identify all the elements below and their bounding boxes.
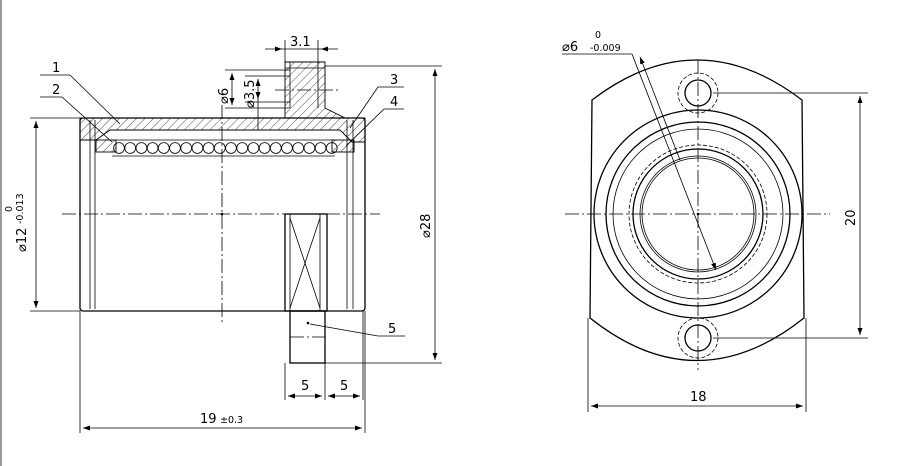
callout-2-label: 2 <box>52 83 60 98</box>
section-hatch-wall <box>79 61 366 143</box>
ball <box>303 142 316 154</box>
dim-diameter-3-5: ⌀3.5 <box>243 79 258 108</box>
dim-diameter-12-upper: 0 <box>4 206 15 212</box>
dim-5-left: 5 <box>301 379 309 394</box>
ball <box>135 142 148 154</box>
ball <box>180 142 193 154</box>
ball <box>258 142 271 154</box>
ball <box>225 142 237 154</box>
ball <box>292 142 305 154</box>
dim-length-tolerance: ±0.3 <box>220 415 243 426</box>
ball <box>169 142 181 154</box>
dim-width-top: 3.1 <box>290 35 311 50</box>
dim-diameter-6: ⌀6 <box>217 88 232 104</box>
callout-2: 2 <box>40 83 113 143</box>
dim-height-20: 20 <box>844 209 859 226</box>
flange-outline <box>589 59 805 362</box>
callout-1-label: 1 <box>52 61 60 76</box>
dim-bore-base: ⌀6 <box>562 40 578 55</box>
callout-1: 1 <box>40 61 121 125</box>
front-view: 20 18 ⌀6 0 -0.009 <box>562 30 868 412</box>
callout-4: 4 <box>345 95 404 147</box>
dim-bore-diameter: ⌀6 0 -0.009 <box>562 30 621 55</box>
ball <box>314 142 327 154</box>
dim-width-18: 18 <box>690 390 707 405</box>
dim-diameter-12-lower: -0.013 <box>15 193 26 224</box>
ball <box>214 142 226 154</box>
dim-5-right: 5 <box>340 379 348 394</box>
flange-lower <box>284 213 328 312</box>
ball <box>191 142 204 154</box>
callout-3: 3 <box>349 73 404 129</box>
callout-5-label: 5 <box>388 322 396 337</box>
dim-diameter-28: ⌀28 <box>419 214 434 238</box>
dim-diameter-12-base: ⌀12 <box>15 228 30 252</box>
callout-5: 5 <box>309 322 405 337</box>
dim-length: 19 ±0.3 <box>200 412 243 427</box>
ball <box>269 142 282 154</box>
ball-row <box>112 139 335 157</box>
dim-bore-upper: 0 <box>595 30 601 41</box>
dim-diameter-12: ⌀12 0 -0.013 <box>4 193 30 252</box>
ball <box>247 142 260 154</box>
ball <box>325 142 338 154</box>
side-view: 3.1 ⌀6 ⌀3.5 ⌀12 0 -0.013 ⌀28 5 5 19 ±0.3… <box>4 35 442 433</box>
ball <box>146 142 159 154</box>
callout-4-label: 4 <box>390 95 398 110</box>
retainer-left <box>95 139 117 153</box>
ball <box>158 142 170 154</box>
ball <box>281 142 293 154</box>
ball <box>236 142 249 154</box>
dim-bore-lower: -0.009 <box>590 43 621 54</box>
callout-3-label: 3 <box>390 73 398 88</box>
ball <box>124 142 136 154</box>
ball <box>202 142 215 154</box>
dim-length-value: 19 <box>200 412 217 427</box>
